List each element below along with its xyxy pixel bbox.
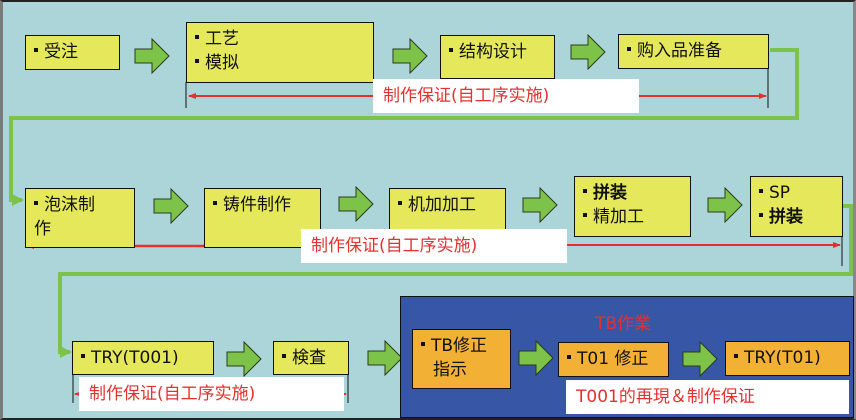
reproduction-label-text: T001的再現＆制作保证 bbox=[576, 387, 755, 407]
square-bullet-icon bbox=[34, 201, 38, 205]
square-bullet-icon bbox=[34, 48, 38, 52]
step-purchased-parts-prep: 购入品准备 bbox=[618, 34, 769, 69]
square-bullet-icon bbox=[398, 201, 402, 205]
step-text: 铸件制作 bbox=[223, 195, 291, 215]
tb-reproduction-label: T001的再現＆制作保证 bbox=[566, 380, 849, 414]
step-casting: 铸件制作 bbox=[204, 188, 321, 248]
step-text: TRY(T01) bbox=[744, 348, 821, 368]
square-bullet-icon bbox=[195, 35, 199, 39]
square-bullet-icon bbox=[213, 201, 217, 205]
step-text: 精加工 bbox=[593, 207, 644, 227]
square-bullet-icon bbox=[759, 213, 763, 217]
square-bullet-icon bbox=[627, 47, 631, 51]
step-order-receipt: 受注 bbox=[25, 35, 120, 70]
right-arrow-icon bbox=[518, 340, 554, 376]
row1-guarantee-label: 制作保证(自工序实施) bbox=[373, 79, 639, 113]
step-try-t001: TRY(T001) bbox=[72, 341, 214, 375]
right-arrow-icon bbox=[682, 341, 718, 377]
step-text: 模拟 bbox=[205, 53, 239, 73]
step-text: T01 修正 bbox=[577, 349, 649, 369]
step-inspection: 検査 bbox=[273, 341, 349, 375]
square-bullet-icon bbox=[282, 354, 286, 358]
right-arrow-icon bbox=[570, 34, 606, 70]
step-text: 机加加工 bbox=[408, 195, 476, 215]
step-text: 指示 bbox=[433, 360, 467, 380]
square-bullet-icon bbox=[583, 213, 587, 217]
square-bullet-icon bbox=[81, 354, 85, 358]
step-t01-correction: T01 修正 bbox=[558, 342, 669, 377]
square-bullet-icon bbox=[759, 189, 763, 193]
step-text: 拼装 bbox=[769, 207, 803, 227]
step-try-t01: TRY(T01) bbox=[725, 341, 850, 376]
row3-guarantee-label: 制作保证(自工序实施) bbox=[79, 377, 344, 411]
square-bullet-icon bbox=[195, 59, 199, 63]
square-bullet-icon bbox=[421, 342, 425, 346]
step-structure-design: 结构设计 bbox=[440, 35, 555, 79]
right-arrow-icon bbox=[392, 38, 428, 74]
square-bullet-icon bbox=[567, 355, 571, 359]
step-assembly-finishing: 拼装 精加工 bbox=[574, 176, 691, 237]
step-text: 工艺 bbox=[205, 29, 239, 49]
guarantee-label-text: 制作保证(自工序实施) bbox=[383, 86, 550, 106]
row2-guarantee-label: 制作保证(自工序实施) bbox=[301, 229, 567, 263]
right-arrow-icon bbox=[153, 188, 189, 224]
step-text: 検査 bbox=[292, 348, 326, 368]
right-arrow-icon bbox=[367, 340, 403, 376]
step-tb-correction-instruction: TB修正 指示 bbox=[412, 329, 511, 389]
step-text: 受注 bbox=[44, 42, 78, 62]
right-arrow-icon bbox=[226, 341, 262, 377]
right-arrow-icon bbox=[134, 38, 170, 74]
right-arrow-icon bbox=[707, 187, 743, 223]
square-bullet-icon bbox=[734, 354, 738, 358]
step-text: TRY(T001) bbox=[91, 348, 179, 368]
step-text: 结构设计 bbox=[459, 42, 527, 62]
step-machining: 机加加工 bbox=[389, 188, 506, 232]
step-text: SP bbox=[769, 183, 791, 203]
step-foam-making: 泡沫制 作 bbox=[25, 188, 135, 248]
right-arrow-icon bbox=[522, 187, 558, 223]
step-text: 购入品准备 bbox=[637, 41, 722, 61]
step-text: 作 bbox=[34, 219, 51, 239]
step-text: TB修正 bbox=[431, 336, 488, 356]
right-arrow-icon bbox=[338, 186, 374, 222]
square-bullet-icon bbox=[449, 48, 453, 52]
step-process-simulation: 工艺 模拟 bbox=[186, 22, 374, 83]
guarantee-label-text: 制作保证(自工序实施) bbox=[311, 236, 478, 256]
guarantee-label-text: 制作保证(自工序实施) bbox=[89, 384, 256, 404]
step-text: 拼装 bbox=[593, 183, 627, 203]
square-bullet-icon bbox=[583, 189, 587, 193]
tb-work-title: TB作業 bbox=[595, 314, 652, 334]
step-text: 泡沫制 bbox=[44, 195, 95, 215]
step-sp-assembly: SP 拼装 bbox=[750, 176, 843, 237]
